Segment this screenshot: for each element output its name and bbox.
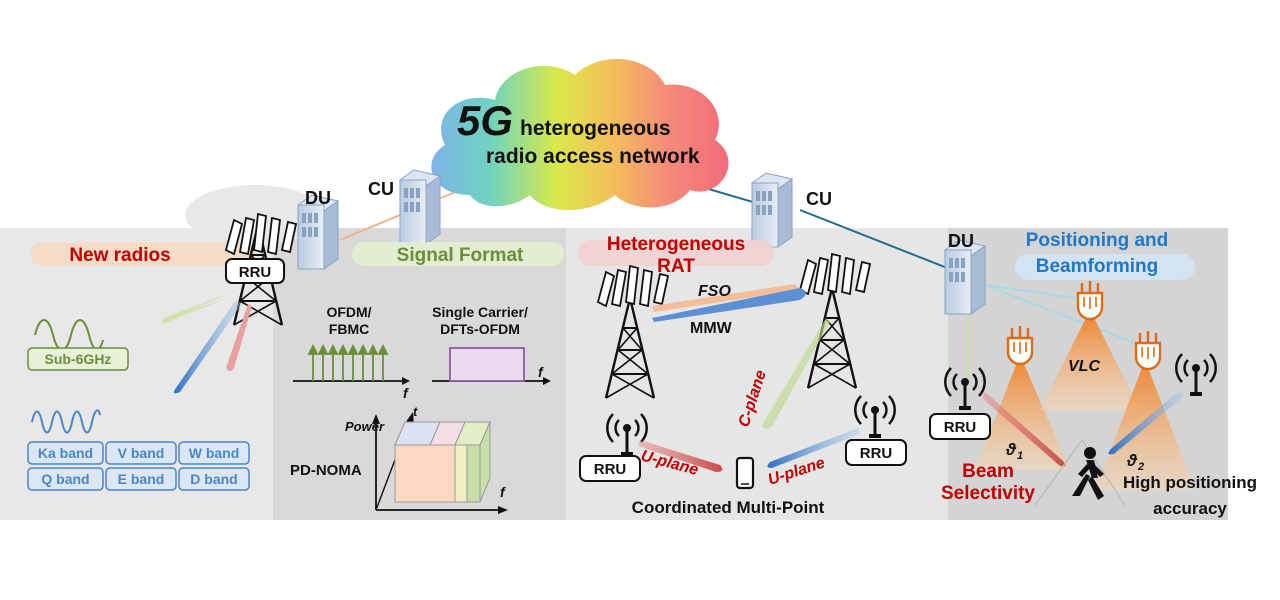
rru-rat-left-label: RRU <box>594 461 627 478</box>
du-right-label: DU <box>948 231 974 251</box>
sc-f-axis-label: f <box>538 364 544 380</box>
band-label: W band <box>189 445 240 461</box>
fso-label: FSO <box>698 283 731 300</box>
band-badge <box>27 441 104 465</box>
pdnoma-label: PD-NOMA <box>290 462 362 479</box>
sc-label-line2: DFTs-OFDM <box>440 321 520 337</box>
mmw-label: MMW <box>690 320 733 337</box>
ofdm-label-line2: FBMC <box>329 321 369 337</box>
rat-title-line2: RAT <box>657 256 695 277</box>
ofdm-label-line1: OFDM/ <box>326 304 371 320</box>
beam-green-left <box>160 296 232 325</box>
uplane-beam-right <box>767 428 860 468</box>
beam-green-left2 <box>161 292 232 323</box>
theta1-subscript: 1 <box>1017 450 1023 462</box>
cu-right-server-icon <box>751 172 793 248</box>
sub6-badge <box>27 347 129 371</box>
cplane-beam <box>762 318 830 429</box>
signal-format-title-bg <box>352 242 564 266</box>
vlc-cone-left <box>975 355 1070 470</box>
rru-box-left <box>225 258 285 284</box>
rat-title-bg <box>578 240 774 266</box>
du-right-server-icon <box>944 239 986 315</box>
mmw-beam <box>652 288 806 322</box>
band-badge <box>105 467 177 491</box>
vlc-lamp-middle-icon <box>1076 279 1104 321</box>
rat-title-line1: Heterogeneous <box>607 234 745 255</box>
uplane-beam-left <box>638 440 723 472</box>
beam-selectivity-line2: Selectivity <box>941 483 1035 504</box>
band-badge <box>178 467 250 491</box>
vlc-lamp-right-icon <box>1134 329 1162 371</box>
signal-format-title: Signal Format <box>397 245 524 266</box>
fso-beam <box>652 284 800 312</box>
cloud <box>431 58 729 211</box>
hpa-line2: accuracy <box>1153 499 1227 518</box>
hpa-line1: High positioning <box>1123 473 1257 492</box>
beam-red-left <box>226 304 252 371</box>
ofdm-spectrum <box>293 343 410 385</box>
new-radios-title-bg <box>30 242 255 266</box>
cu-right-label: CU <box>806 189 832 209</box>
theta2-label: ϑ <box>1126 451 1138 470</box>
theta1-label: ϑ <box>1005 440 1017 459</box>
cu-left-server-icon <box>399 169 441 245</box>
link-du-lamp <box>984 284 1141 346</box>
du-left-label: DU <box>305 188 331 208</box>
rru-rat-right-label: RRU <box>860 445 893 462</box>
comp-label: Coordinated Multi-Point <box>632 498 825 517</box>
link-cu-du-right <box>799 209 966 276</box>
power-axis-label: Power <box>345 419 385 434</box>
theta2-subscript: 2 <box>1137 461 1144 473</box>
band-label: V band <box>118 445 165 461</box>
cloud-heterogeneous-label: heterogeneous <box>520 117 671 140</box>
beam-blue-left <box>173 300 242 394</box>
new-radios-title: New radios <box>69 245 170 266</box>
vlc-cone-middle <box>1040 310 1140 410</box>
band-label: Q band <box>41 471 89 487</box>
band-badge <box>178 441 250 465</box>
rru-box-pos <box>929 413 991 440</box>
positioning-title-bg <box>1015 254 1195 280</box>
sc-label-line1: Single Carrier/ <box>432 304 528 320</box>
t-axis-label: t <box>413 404 418 419</box>
mmwave-wave-icon <box>31 409 101 434</box>
rru-pos-label: RRU <box>944 419 977 436</box>
link-du-lamp2 <box>984 284 1091 301</box>
band-label: Ka band <box>38 445 93 461</box>
walking-person-icon <box>1072 447 1104 500</box>
rru-box-rat-left <box>579 455 641 482</box>
positioning-title-line2: Beamforming <box>1036 256 1158 277</box>
cu-left-label: CU <box>368 179 394 199</box>
sub6-label: Sub-6GHz <box>45 351 112 367</box>
rru-box-rat-right <box>845 439 907 466</box>
ofdm-f-axis-label: f <box>403 385 409 401</box>
cloud-5g-label: 5G <box>457 97 513 144</box>
cloud-ran-label: radio access network <box>486 145 700 168</box>
pos-beam-red <box>982 392 1066 467</box>
single-carrier-spectrum <box>432 347 551 385</box>
sub6-wave-icon <box>34 319 104 351</box>
band-badge <box>105 441 177 465</box>
smartphone-icon <box>735 456 755 490</box>
positioning-title-line1: Positioning and <box>1026 230 1169 251</box>
vlc-label: VLC <box>1068 358 1100 375</box>
band-grid: Ka band V band W band Q band E band D ba… <box>27 441 250 491</box>
vlc-lamp-left-icon <box>1006 324 1034 366</box>
rru-left-label: RRU <box>239 264 272 281</box>
pdnoma-f-axis-label: f <box>500 484 506 500</box>
band-label: D band <box>190 471 237 487</box>
beam-selectivity-line1: Beam <box>962 461 1014 482</box>
pdnoma-3d-graph <box>372 412 508 514</box>
band-badge <box>27 467 104 491</box>
pos-beam-blue <box>1108 390 1184 455</box>
band-label: E band <box>118 471 165 487</box>
